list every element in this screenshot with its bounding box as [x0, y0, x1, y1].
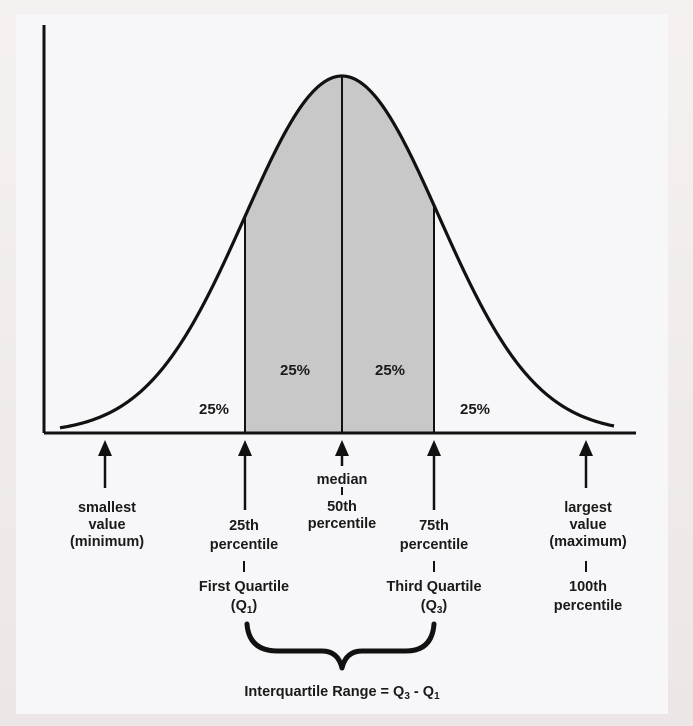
- median-label-line2: 50th: [327, 499, 357, 515]
- bell-curve: [59, 74, 615, 430]
- arrow-min: [98, 440, 112, 488]
- iqr-formula: Interquartile Range = Q3 - Q1: [244, 684, 440, 702]
- q1-label-line2: percentile: [210, 537, 279, 553]
- median-label-line1: median: [317, 472, 368, 488]
- max-label-line1: largest: [564, 500, 612, 516]
- q3-label-line2: percentile: [400, 537, 469, 553]
- max-label-line4: 100th: [569, 579, 607, 595]
- pct-label-left-tail: 25%: [199, 401, 229, 418]
- arrow-median: [335, 440, 349, 466]
- q3-quartile-name: Third Quartile: [386, 579, 481, 595]
- q3-label-line1: 75th: [419, 518, 449, 534]
- pct-label-right-tail: 25%: [460, 401, 490, 418]
- min-label-line2: value: [88, 517, 125, 533]
- median-label-line3: percentile: [308, 516, 377, 532]
- iqr-shaded-area: [245, 76, 434, 434]
- q1-symbol: (Q1): [231, 598, 258, 616]
- max-label-line5: percentile: [554, 598, 623, 614]
- min-label-line1: smallest: [78, 500, 136, 516]
- max-label-line3: (maximum): [549, 534, 627, 550]
- min-label-line3: (minimum): [70, 534, 144, 550]
- iqr-brace: [244, 621, 437, 671]
- q3-symbol: (Q3): [421, 598, 448, 616]
- pct-label-q3: 25%: [375, 362, 405, 379]
- arrow-q1: [238, 440, 252, 510]
- q1-quartile-name: First Quartile: [199, 579, 289, 595]
- max-label-line2: value: [569, 517, 606, 533]
- pct-label-q2: 25%: [280, 362, 310, 379]
- arrow-q3: [427, 440, 441, 510]
- arrow-max: [579, 440, 593, 488]
- q1-label-line1: 25th: [229, 518, 259, 534]
